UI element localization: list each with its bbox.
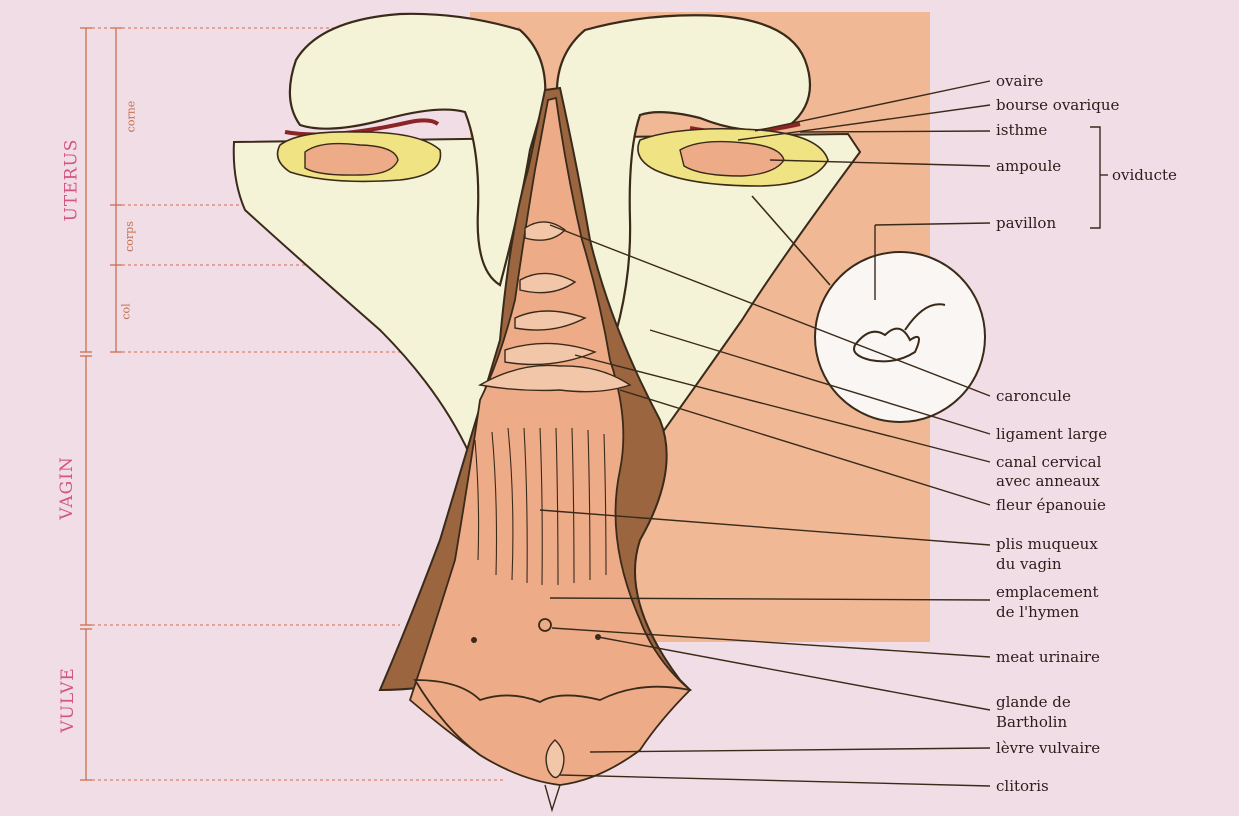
label-caroncule: caroncule	[996, 387, 1071, 405]
bartholin-gland-left	[471, 637, 477, 643]
label-emplacement-hymen: de l'hymen	[996, 603, 1079, 621]
vulva-tip	[545, 785, 560, 810]
label-glande-bartholin: Bartholin	[996, 713, 1067, 731]
region-label-uterus: UTERUS	[61, 139, 81, 222]
label-bourse-ovarique: bourse ovarique	[996, 96, 1119, 114]
label-levre-vulvaire: lèvre vulvaire	[996, 739, 1100, 757]
label-oviducte: oviducte	[1112, 166, 1177, 184]
label-ampoule: ampoule	[996, 157, 1061, 175]
label-clitoris: clitoris	[996, 777, 1049, 795]
right-ovary	[680, 142, 784, 176]
pavillon-detail-circle	[815, 252, 985, 422]
label-glande: glande de	[996, 693, 1071, 711]
region-label-corps: corps	[123, 221, 136, 252]
left-ovary	[305, 144, 398, 176]
region-guides	[80, 28, 122, 780]
label-canal-cervical: canal cervical	[996, 453, 1101, 471]
region-label-corne: corne	[124, 101, 137, 133]
label-plis-muqueux: plis muqueux	[996, 535, 1098, 553]
label-canal-cervical-rings: avec anneaux	[996, 472, 1100, 490]
label-isthme: isthme	[996, 121, 1047, 139]
label-ovaire: ovaire	[996, 72, 1043, 90]
label-meat-urinaire: meat urinaire	[996, 648, 1100, 666]
label-fleur-epanouie: fleur épanouie	[996, 496, 1106, 514]
label-plis-muqueux-vagin: du vagin	[996, 555, 1062, 573]
label-pavillon: pavillon	[996, 214, 1056, 232]
region-label-vagin: VAGIN	[57, 456, 77, 520]
region-label-col: col	[120, 303, 133, 319]
label-emplacement: emplacement	[996, 583, 1099, 601]
label-ligament-large: ligament large	[996, 425, 1107, 443]
region-label-vulve: VULVE	[58, 667, 78, 733]
